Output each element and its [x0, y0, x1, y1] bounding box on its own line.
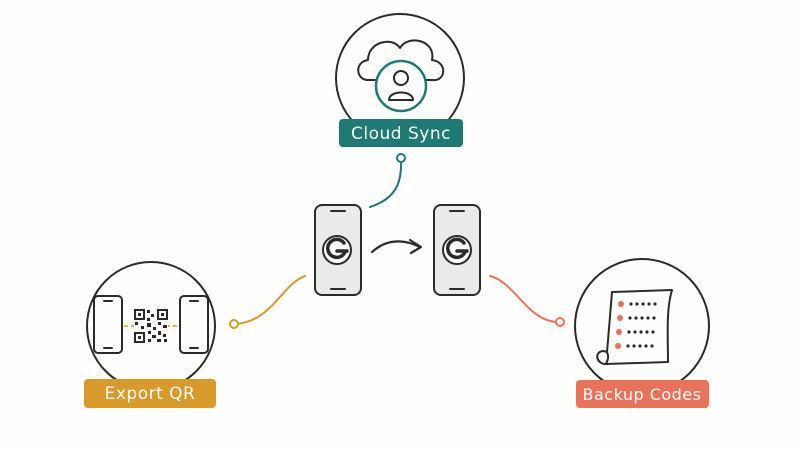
source-phone [314, 204, 362, 296]
connector-dot-backup-codes [555, 317, 565, 327]
export-qr-label-bg [84, 379, 216, 408]
arrow-right-icon [370, 238, 423, 255]
connector-dot-export-qr [229, 319, 239, 329]
backup-codes-label-bg [576, 380, 709, 408]
cloud-sync-label: Cloud Sync [351, 124, 451, 144]
target-phone [433, 204, 481, 296]
connectors [229, 153, 565, 329]
paper-list-icon [596, 289, 673, 365]
backup-codes-label: Backup Codes [582, 385, 701, 404]
cloud-icon [357, 39, 445, 82]
qr-code-icon [134, 309, 168, 343]
backup-codes-node: Backup Codes [574, 258, 710, 408]
authenticator-logo-icon [442, 235, 472, 265]
authenticator-logo-icon [322, 235, 352, 265]
connector-dot-cloud-sync [396, 153, 406, 163]
connector-cloud-sync [369, 157, 403, 208]
cloud-sync-node: Cloud Sync [335, 13, 465, 147]
phone-icon [93, 295, 123, 354]
cloud-sync-label-bg [339, 119, 463, 147]
connector-export-qr [234, 275, 306, 325]
connector-backup-codes [489, 275, 559, 323]
export-qr-label: Export QR [105, 384, 196, 404]
user-icon [388, 70, 414, 101]
phone-icon [179, 295, 209, 354]
export-qr-node: Export QR [84, 261, 216, 408]
